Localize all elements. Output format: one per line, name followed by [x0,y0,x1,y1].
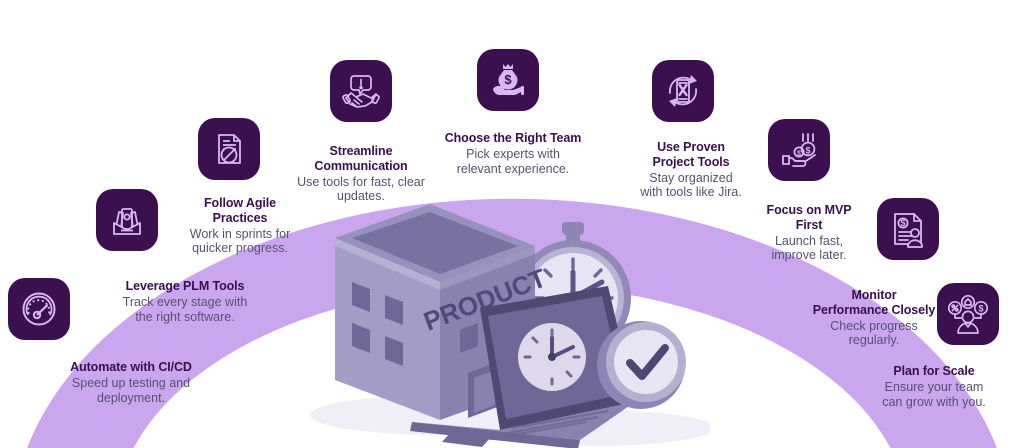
money-bag-hand-icon: $ [493,64,524,96]
node-icon-tile[interactable] [330,60,392,122]
node-text-block: Monitor Performance Closely Check progre… [780,288,968,348]
node-description: Pick experts with relevant experience. [456,146,570,176]
node-text-block: Use Proven Project Tools Stay organized … [614,140,768,200]
handshake-alert-icon [342,75,380,108]
hand-coins-icon: $ $ [782,133,816,167]
node-text-block: Follow Agile Practices Work in sprints f… [165,196,315,256]
node-title: Use Proven Project Tools [652,140,730,169]
node-icon-tile[interactable]: $ $ [768,119,830,181]
node-text-block: Focus on MVP First Launch fast, improve … [744,203,874,263]
node-title: Leverage PLM Tools [125,279,245,293]
svg-text:$: $ [805,146,810,156]
svg-text:$: $ [797,151,801,158]
svg-text:$: $ [978,304,983,314]
node-description: Stay organized with tools like Jira. [640,170,742,200]
speedometer-icon [22,292,56,326]
node-text-block: Plan for Scale Ensure your team can grow… [848,364,1020,409]
node-description: Track every stage with the right softwar… [122,294,248,324]
node-title: Focus on MVP First [766,203,852,232]
laptop-graphic [410,286,635,448]
money-envelope-icon [113,208,141,235]
node-icon-tile[interactable]: $ [937,283,999,345]
node-description: Speed up testing and deployment. [71,375,191,405]
person-growth-icon: $ [947,294,989,334]
node-title: Plan for Scale [893,364,975,378]
node-icon-tile[interactable]: $ [877,198,939,260]
refresh-hourglass-icon [669,75,697,107]
node-icon-tile[interactable] [96,189,158,251]
node-text-block: Automate with CI/CD Speed up testing and… [34,360,228,405]
node-icon-tile[interactable] [198,118,260,180]
node-text-block: Streamline Communication Use tools for f… [282,144,440,204]
node-title: Monitor Performance Closely [812,288,936,317]
node-title: Choose the Right Team [444,131,582,145]
node-description: Launch fast, improve later. [771,233,847,263]
invoice-person-icon: $ [894,213,923,248]
svg-text:$: $ [900,218,905,228]
center-illustration: PRODUCT [310,204,710,448]
check-badge-graphic [597,321,686,409]
node-text-block: Leverage PLM Tools Track every stage wit… [100,279,270,324]
node-title: Automate with CI/CD [70,360,192,374]
document-blocked-icon [218,134,241,164]
node-description: Check progress regularly. [830,318,918,348]
arc-band [27,198,997,448]
node-description: Work in sprints for quicker progress. [189,226,291,256]
node-description: Ensure your team can grow with you. [882,379,986,409]
node-text-block: Choose the Right Team Pick experts with … [424,131,602,176]
node-description: Use tools for fast, clear updates. [297,174,425,204]
node-title: Follow Agile Practices [204,196,276,225]
node-icon-tile[interactable] [652,60,714,122]
svg-text:$: $ [504,72,512,87]
node-title: Streamline Communication [314,144,408,173]
node-icon-tile[interactable]: $ [477,49,539,111]
node-icon-tile[interactable] [8,278,70,340]
